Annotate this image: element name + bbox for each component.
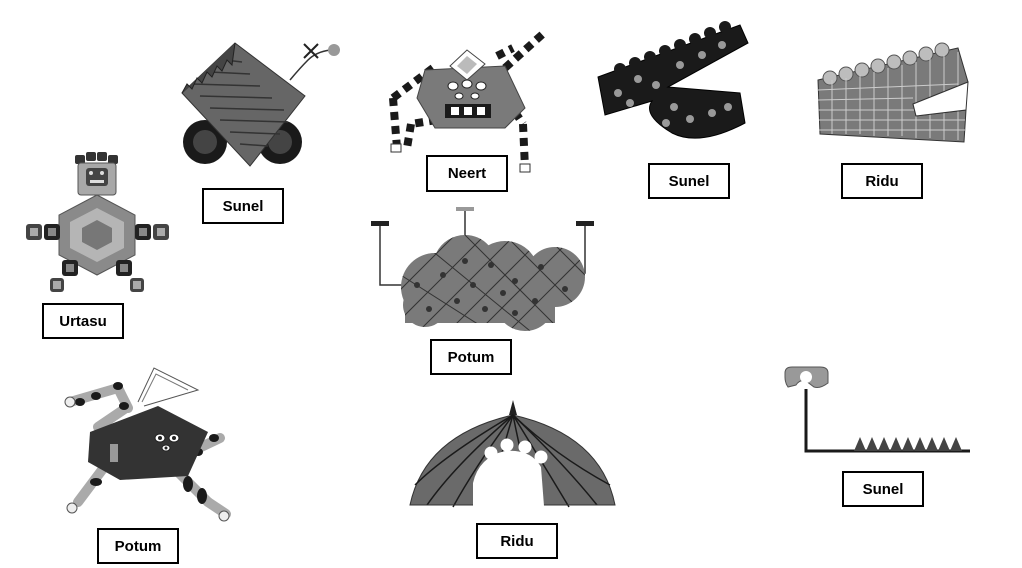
sunel-tank-label: Sunel — [202, 188, 284, 224]
potum-cloud-label: Potum — [430, 339, 512, 375]
ridu-grid-label: Ridu — [841, 163, 923, 199]
potum-cloud-creature — [371, 207, 594, 331]
sunel-line-label: Sunel — [842, 471, 924, 507]
ridu-grid-creature — [817, 42, 969, 143]
ridu-dome-label: Ridu — [476, 523, 558, 559]
potum-runner-label: Potum — [97, 528, 179, 564]
neert-label: Neert — [426, 155, 508, 192]
potum-runner-creature — [64, 367, 231, 522]
sunel-line-creature — [784, 366, 970, 453]
sunel-jaw-creature — [597, 21, 749, 139]
sunel-jaw-label: Sunel — [648, 163, 730, 199]
urtasu-creature — [26, 152, 169, 292]
neert-creature — [389, 29, 548, 173]
urtasu-label: Urtasu — [42, 303, 124, 339]
ridu-dome-creature — [409, 400, 616, 519]
sunel-tank-creature — [181, 42, 340, 167]
